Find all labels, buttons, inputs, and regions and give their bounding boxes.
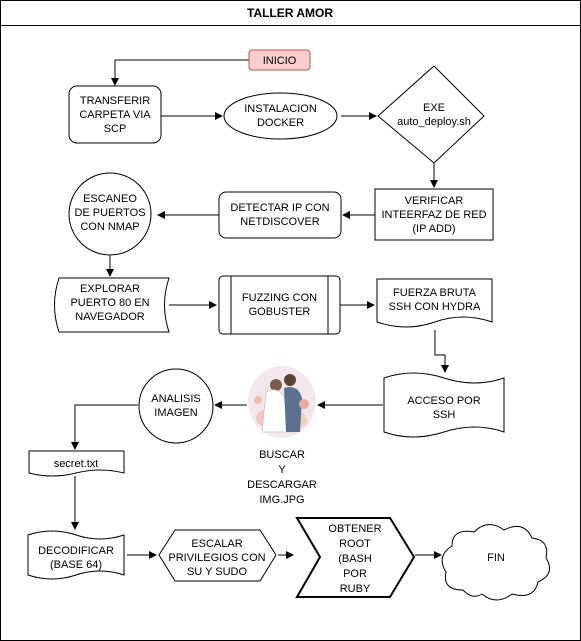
node-obtener: OBTENER ROOT (BASH POR RUBY (295, 517, 416, 598)
node-inicio-label: INICIO (263, 55, 297, 67)
node-escalar-line-1: ESCALAR (191, 538, 242, 550)
node-exe-line-1: EXE (423, 102, 445, 114)
node-exe-line-2: auto_deploy.sh (397, 116, 471, 128)
node-obtener-line-4: POR (343, 568, 367, 580)
node-transferir-line-2: CARPETA VIA (79, 109, 151, 121)
node-decodificar-line-1: DECODIFICAR (38, 545, 114, 557)
node-escalar-line-2: PRIVILEGIOS CON (168, 552, 265, 564)
edge-inicio-transferir (111, 59, 249, 86)
node-secret: secret.txt (28, 450, 125, 477)
node-fuerza: FUERZA BRUTA SSH CON HYDRA (376, 278, 493, 328)
node-escaneo-line-1: ESCANEO (83, 193, 137, 205)
node-explorar-line-1: EXPLORAR (80, 283, 140, 295)
node-verificar-line-3: (IP ADD) (412, 223, 455, 235)
node-detectar: DETECTAR IP CON NETDISCOVER (218, 191, 342, 239)
node-fin-label: FIN (487, 552, 505, 564)
node-decodificar: DECODIFICAR (BASE 64) (27, 530, 125, 580)
node-detectar-line-1: DETECTAR IP CON (230, 202, 329, 214)
wedding-couple-icon (248, 366, 316, 438)
node-fuzzing-line-2: GOBUSTER (249, 306, 311, 318)
node-transferir: TRANSFERIR CARPETA VIA SCP (68, 85, 162, 144)
node-fuerza-line-1: FUERZA BRUTA (393, 287, 477, 299)
node-escaneo-line-2: DE PUERTOS (74, 207, 145, 219)
node-fin: FIN (441, 524, 551, 601)
node-obtener-line-1: OBTENER (328, 523, 381, 535)
node-verificar-line-2: INTEERFAZ DE RED (381, 209, 486, 221)
svg-text:BUSCAR: BUSCAR (259, 449, 305, 461)
node-escalar: ESCALAR PRIVILEGIOS CON SU Y SUDO (158, 529, 277, 582)
node-transferir-line-3: SCP (104, 123, 127, 135)
node-acceso-line-1: ACCESO POR (407, 395, 480, 407)
node-obtener-line-5: RUBY (340, 583, 371, 595)
node-docker: INSTALACION DOCKER (223, 92, 338, 140)
node-decodificar-line-2: (BASE 64) (50, 559, 102, 571)
node-exe: EXE auto_deploy.sh (377, 65, 485, 164)
svg-text:DESCARGAR: DESCARGAR (247, 479, 317, 491)
edge-analisis-secret (71, 404, 138, 450)
node-verificar-line-1: VERIFICAR (405, 195, 464, 207)
node-secret-label: secret.txt (54, 458, 99, 470)
node-transferir-line-1: TRANSFERIR (80, 95, 150, 107)
node-detectar-line-2: NETDISCOVER (240, 216, 320, 228)
node-acceso-line-2: SSH (433, 409, 456, 421)
svg-text:IMG.JPG: IMG.JPG (259, 494, 304, 506)
node-fuzzing-line-1: FUZZING CON (242, 292, 317, 304)
node-fuerza-line-2: SSH CON HYDRA (389, 301, 481, 313)
node-explorar: EXPLORAR PUERTO 80 EN NAVEGADOR (54, 277, 170, 333)
node-escaneo: ESCANEO DE PUERTOS CON NMAP (68, 172, 152, 256)
node-docker-line-1: INSTALACION (244, 103, 317, 115)
diagram-title: TALLER AMOR (247, 6, 333, 20)
node-analisis-line-2: IMAGEN (154, 407, 197, 419)
node-analisis-line-1: ANALISIS (151, 393, 201, 405)
node-buscar-label: BUSCAR Y DESCARGAR IMG.JPG (247, 449, 317, 506)
edge-fuerza-acceso (434, 330, 449, 373)
svg-text:Y: Y (278, 464, 286, 476)
node-explorar-line-3: NAVEGADOR (75, 311, 145, 323)
node-inicio: INICIO (248, 49, 311, 71)
node-escaneo-line-3: CON NMAP (80, 221, 139, 233)
node-escalar-line-3: SU Y SUDO (187, 566, 248, 578)
node-analisis: ANALISIS IMAGEN (138, 368, 214, 444)
node-acceso: ACCESO POR SSH (383, 372, 505, 438)
node-fuzzing: FUZZING CON GOBUSTER (218, 275, 341, 335)
node-obtener-line-3: (BASH (338, 553, 372, 565)
node-verificar: VERIFICAR INTEERFAZ DE RED (IP ADD) (374, 188, 494, 241)
node-obtener-line-2: ROOT (339, 538, 371, 550)
node-docker-line-2: DOCKER (257, 117, 304, 129)
node-explorar-line-2: PUERTO 80 EN (70, 297, 149, 309)
